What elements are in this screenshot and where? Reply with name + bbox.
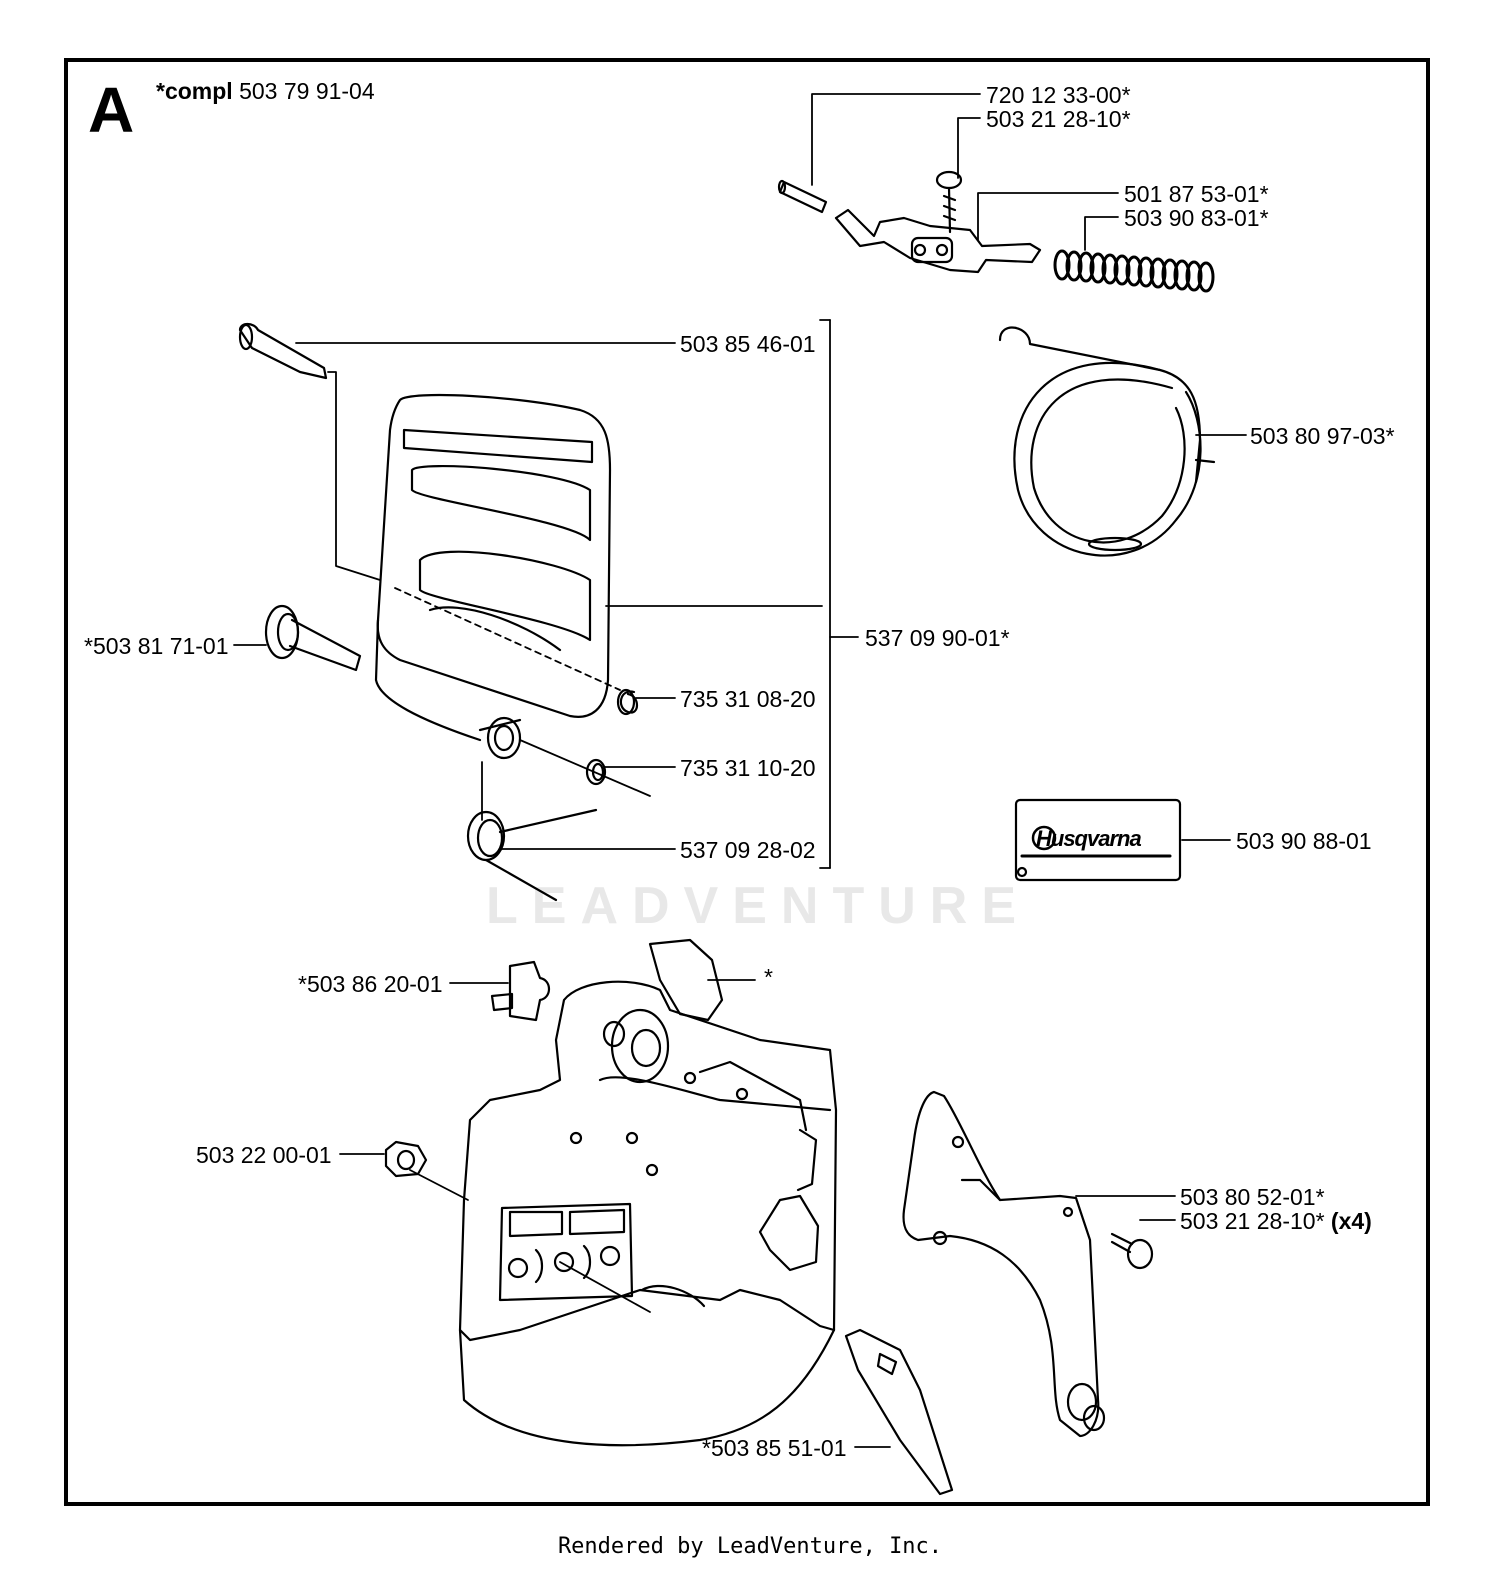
part-label-501875301[interactable]: 501 87 53-01* [1124, 181, 1269, 207]
part-label-720123300[interactable]: 720 12 33-00* [986, 82, 1131, 108]
compl-number: 503 79 91-04 [239, 78, 375, 104]
leader-lines [233, 93, 1247, 1448]
handguard-part [238, 322, 612, 760]
part-label-735311020[interactable]: 735 31 10-20 [680, 755, 816, 781]
circlip-part [616, 688, 639, 716]
bolt-part [264, 604, 362, 672]
part-label-503805201[interactable]: 503 80 52-01* [1180, 1184, 1325, 1210]
part-label-503809703[interactable]: 503 80 97-03* [1250, 423, 1395, 449]
part-label-503220001[interactable]: 503 22 00-01 [196, 1142, 332, 1168]
sleeve-part [490, 960, 551, 1022]
husqvarna-logo-text: Husqvarna [1036, 826, 1142, 851]
part-label-503212810-x4[interactable]: 503 21 28-10* (x4) [1180, 1210, 1372, 1233]
part-label-735310820[interactable]: 735 31 08-20 [680, 686, 816, 712]
coil-spring-part [1053, 249, 1215, 293]
complete-assembly-label: *compl 503 79 91-04 [156, 80, 375, 103]
quantity-x4: (x4) [1330, 1208, 1372, 1234]
section-letter: A [88, 74, 135, 146]
decal-part [1014, 798, 1182, 882]
part-label-537092802[interactable]: 537 09 28-02 [680, 837, 816, 863]
part-label-503212810-top[interactable]: 503 21 28-10* [986, 106, 1131, 132]
part-label-503908301[interactable]: 503 90 83-01* [1124, 205, 1269, 231]
circlip-part-2 [585, 758, 607, 786]
part-number-503212810: 503 21 28-10* [1180, 1208, 1325, 1234]
screw-part-2 [1110, 1232, 1154, 1270]
watermark: LEADVENTURE [486, 877, 1031, 935]
screw-part [935, 170, 963, 234]
torsion-spring-part [466, 808, 598, 902]
part-label-503817101[interactable]: *503 81 71-01 [84, 633, 229, 659]
part-label-503855101[interactable]: *503 85 51-01 [702, 1435, 847, 1461]
nut-part [384, 1140, 428, 1178]
compl-prefix: *compl [156, 78, 233, 104]
clutch-cover-part [458, 938, 838, 1447]
part-label-star[interactable]: * [764, 964, 773, 990]
part-label-537099001[interactable]: 537 09 90-01* [865, 625, 1010, 651]
diagram-frame [64, 58, 1430, 1506]
pin-part [777, 179, 828, 214]
chain-guard-part [902, 1090, 1106, 1438]
plate-part [844, 1328, 954, 1496]
lever-part [834, 208, 1042, 274]
footer-credit: Rendered by LeadVenture, Inc. [557, 1534, 943, 1559]
part-label-503908801[interactable]: 503 90 88-01 [1236, 828, 1372, 854]
brake-band-part [998, 326, 1216, 557]
part-label-503862001[interactable]: *503 86 20-01 [298, 971, 443, 997]
part-label-503854601[interactable]: 503 85 46-01 [680, 331, 816, 357]
